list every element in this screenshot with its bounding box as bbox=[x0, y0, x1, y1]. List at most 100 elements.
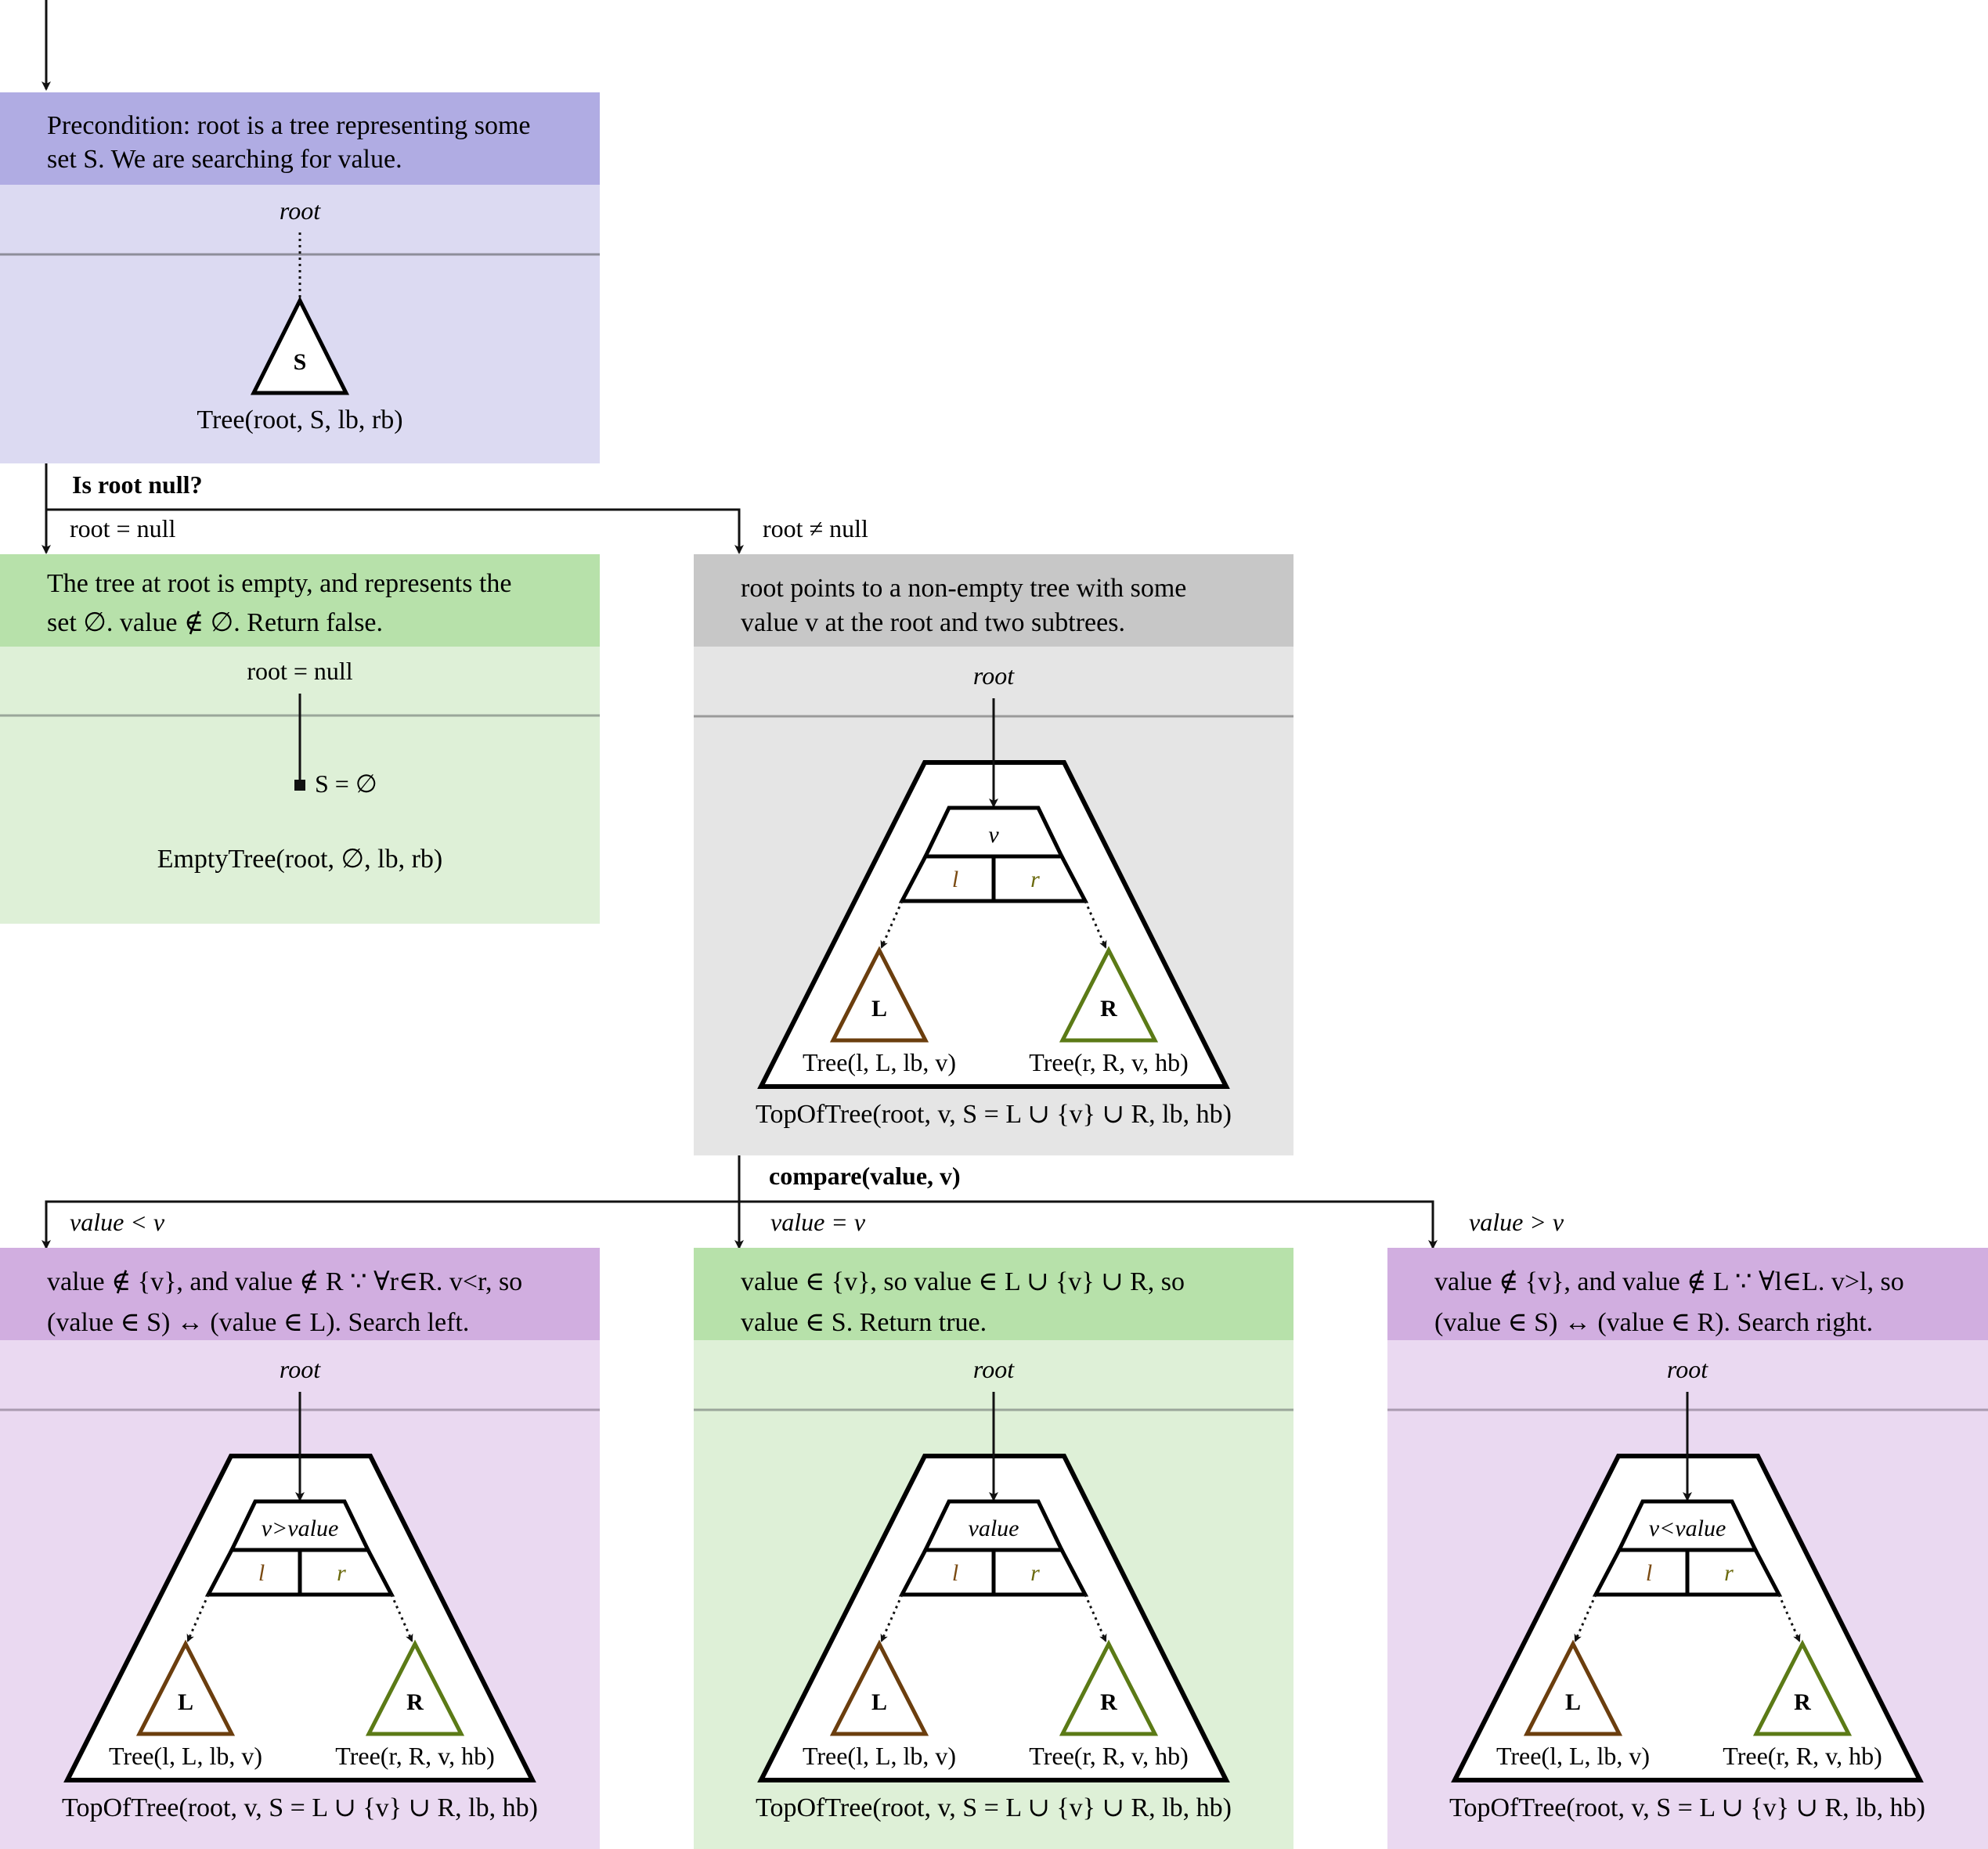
right-subtree-letter: R bbox=[406, 1689, 424, 1715]
nonnull-case-text-line1: root points to a non-empty tree with som… bbox=[741, 574, 1186, 603]
left-subtree-letter: L bbox=[1565, 1689, 1581, 1715]
less-case-text-line1: value ∉ {v}, and value ∉ R ∵ ∀r∈R. v<r, … bbox=[47, 1267, 522, 1296]
left-subtree-caption: Tree(l, L, lb, v) bbox=[109, 1742, 262, 1770]
root-label: root bbox=[973, 661, 1015, 690]
right-field: r bbox=[1030, 867, 1040, 892]
node-value: v bbox=[988, 822, 999, 848]
right-pointer bbox=[1084, 1594, 1107, 1642]
left-subtree-letter: L bbox=[871, 996, 887, 1022]
less-case-header bbox=[0, 1248, 600, 1340]
left-pointer bbox=[880, 900, 904, 949]
left-pointer bbox=[1574, 1594, 1597, 1642]
top-of-tree-diagram: root value l r L R Tree(l, L, lb, v) Tre… bbox=[756, 1355, 1232, 1822]
node-value: value bbox=[969, 1516, 1019, 1541]
nonnull-case-box: root points to a non-empty tree with som… bbox=[694, 554, 1293, 1155]
greater-case-header bbox=[1387, 1248, 1988, 1340]
null-root-label: root = null bbox=[247, 657, 352, 685]
right-subtree-caption: Tree(r, R, v, hb) bbox=[1029, 1048, 1188, 1076]
null-case-box: The tree at root is empty, and represent… bbox=[0, 554, 600, 924]
greater-case-text-line1: value ∉ {v}, and value ∉ L ∵ ∀l∈L. v>l, … bbox=[1434, 1267, 1904, 1296]
right-subtree-triangle bbox=[1752, 1639, 1853, 1736]
right-subtree-triangle bbox=[365, 1639, 465, 1736]
null-case-text-line1: The tree at root is empty, and represent… bbox=[47, 569, 512, 598]
top-of-tree-caption: TopOfTree(root, v, S = L ∪ {v} ∪ R, lb, … bbox=[62, 1793, 538, 1822]
empty-tree-caption: EmptyTree(root, ∅, lb, rb) bbox=[157, 845, 443, 874]
equal-case-header bbox=[694, 1248, 1293, 1340]
right-subtree-letter: R bbox=[1100, 996, 1117, 1022]
top-of-tree-diagram: root v>value l r L R Tree(l, L, lb, v) T… bbox=[62, 1355, 538, 1822]
left-field: l bbox=[1646, 1560, 1652, 1586]
root-label: root bbox=[973, 1355, 1015, 1383]
precondition-box: Precondition: root is a tree representin… bbox=[0, 92, 600, 463]
right-subtree-caption: Tree(r, R, v, hb) bbox=[335, 1742, 494, 1770]
precondition-header bbox=[0, 92, 600, 185]
right-pointer bbox=[1777, 1594, 1801, 1642]
root-label: root bbox=[280, 1355, 321, 1383]
left-subtree-caption: Tree(l, L, lb, v) bbox=[1496, 1742, 1650, 1770]
tree-triangle bbox=[250, 296, 350, 395]
right-subtree-caption: Tree(r, R, v, hb) bbox=[1029, 1742, 1188, 1770]
nonnull-case-header bbox=[694, 554, 1293, 647]
less-case-text-line2: (value ∈ S) ↔ (value ∈ L). Search left. bbox=[47, 1308, 469, 1337]
less-case-box: value ∉ {v}, and value ∉ R ∵ ∀r∈R. v<r, … bbox=[0, 1248, 600, 1849]
root-label: root bbox=[280, 196, 321, 225]
tree-caption: Tree(root, S, lb, rb) bbox=[197, 405, 402, 434]
right-subtree-letter: R bbox=[1794, 1689, 1811, 1715]
right-subtree-triangle bbox=[1059, 1639, 1159, 1736]
null-set-label: S = ∅ bbox=[315, 770, 377, 798]
branch2-question: compare(value, v) bbox=[769, 1162, 961, 1190]
tree-letter: S bbox=[294, 349, 307, 375]
left-subtree-triangle bbox=[1523, 1639, 1623, 1736]
greater-case-text-line2: (value ∈ S) ↔ (value ∈ R). Search right. bbox=[1434, 1308, 1873, 1337]
left-field: l bbox=[952, 867, 958, 892]
top-of-tree-diagram: root v<value l r L R Tree(l, L, lb, v) T… bbox=[1449, 1355, 1925, 1822]
equal-case-box: value ∈ {v}, so value ∈ L ∪ {v} ∪ R, so … bbox=[694, 1248, 1293, 1849]
branch1-left-label: root = null bbox=[70, 514, 175, 542]
right-field: r bbox=[1724, 1560, 1734, 1586]
right-pointer bbox=[1084, 900, 1107, 949]
null-case-header bbox=[0, 554, 600, 647]
precondition-text-line2: set S. We are searching for value. bbox=[47, 145, 402, 174]
equal-case-text-line2: value ∈ S. Return true. bbox=[741, 1308, 987, 1337]
branch1-right-label: root ≠ null bbox=[763, 514, 868, 542]
right-subtree-caption: Tree(r, R, v, hb) bbox=[1723, 1742, 1882, 1770]
nonnull-case-text-line2: value v at the root and two subtrees. bbox=[741, 608, 1125, 637]
greater-case-box: value ∉ {v}, and value ∉ L ∵ ∀l∈L. v>l, … bbox=[1387, 1248, 1988, 1849]
left-pointer bbox=[186, 1594, 210, 1642]
left-subtree-caption: Tree(l, L, lb, v) bbox=[803, 1742, 956, 1770]
branch2-middle-label: value = v bbox=[770, 1208, 866, 1236]
left-field: l bbox=[258, 1560, 265, 1586]
left-subtree-caption: Tree(l, L, lb, v) bbox=[803, 1048, 956, 1076]
top-of-tree-caption: TopOfTree(root, v, S = L ∪ {v} ∪ R, lb, … bbox=[1449, 1793, 1925, 1822]
top-of-tree-caption: TopOfTree(root, v, S = L ∪ {v} ∪ R, lb, … bbox=[756, 1100, 1232, 1129]
right-field: r bbox=[1030, 1560, 1040, 1586]
top-of-tree-diagram: root v l r L R Tree(l, L, lb, v) Tree(r,… bbox=[756, 661, 1232, 1129]
top-of-tree-caption: TopOfTree(root, v, S = L ∪ {v} ∪ R, lb, … bbox=[756, 1793, 1232, 1822]
left-pointer bbox=[880, 1594, 904, 1642]
branch2-right-arrow bbox=[739, 1200, 1438, 1249]
node-value: v<value bbox=[1649, 1516, 1726, 1541]
left-subtree-triangle bbox=[135, 1639, 236, 1736]
left-subtree-triangle bbox=[829, 946, 929, 1043]
right-field: r bbox=[337, 1560, 346, 1586]
left-field: l bbox=[952, 1560, 958, 1586]
branch2-left-label: value < v bbox=[70, 1208, 165, 1236]
root-label: root bbox=[1667, 1355, 1708, 1383]
branch1-question: Is root null? bbox=[72, 470, 203, 499]
null-case-text-line2: set ∅. value ∉ ∅. Return false. bbox=[47, 608, 383, 637]
right-subtree-letter: R bbox=[1100, 1689, 1117, 1715]
right-pointer bbox=[390, 1594, 413, 1642]
right-subtree-triangle bbox=[1059, 946, 1159, 1043]
precondition-text-line1: Precondition: root is a tree representin… bbox=[47, 111, 531, 140]
branch2-left-arrow bbox=[41, 1200, 739, 1249]
left-subtree-letter: L bbox=[178, 1689, 193, 1715]
branch1-right-arrow bbox=[46, 508, 744, 554]
null-terminator bbox=[294, 780, 305, 791]
equal-case-text-line1: value ∈ {v}, so value ∈ L ∪ {v} ∪ R, so bbox=[741, 1267, 1185, 1296]
node-value: v>value bbox=[262, 1516, 339, 1541]
left-subtree-letter: L bbox=[871, 1689, 887, 1715]
left-subtree-triangle bbox=[829, 1639, 929, 1736]
branch2-right-label: value > v bbox=[1469, 1208, 1564, 1236]
